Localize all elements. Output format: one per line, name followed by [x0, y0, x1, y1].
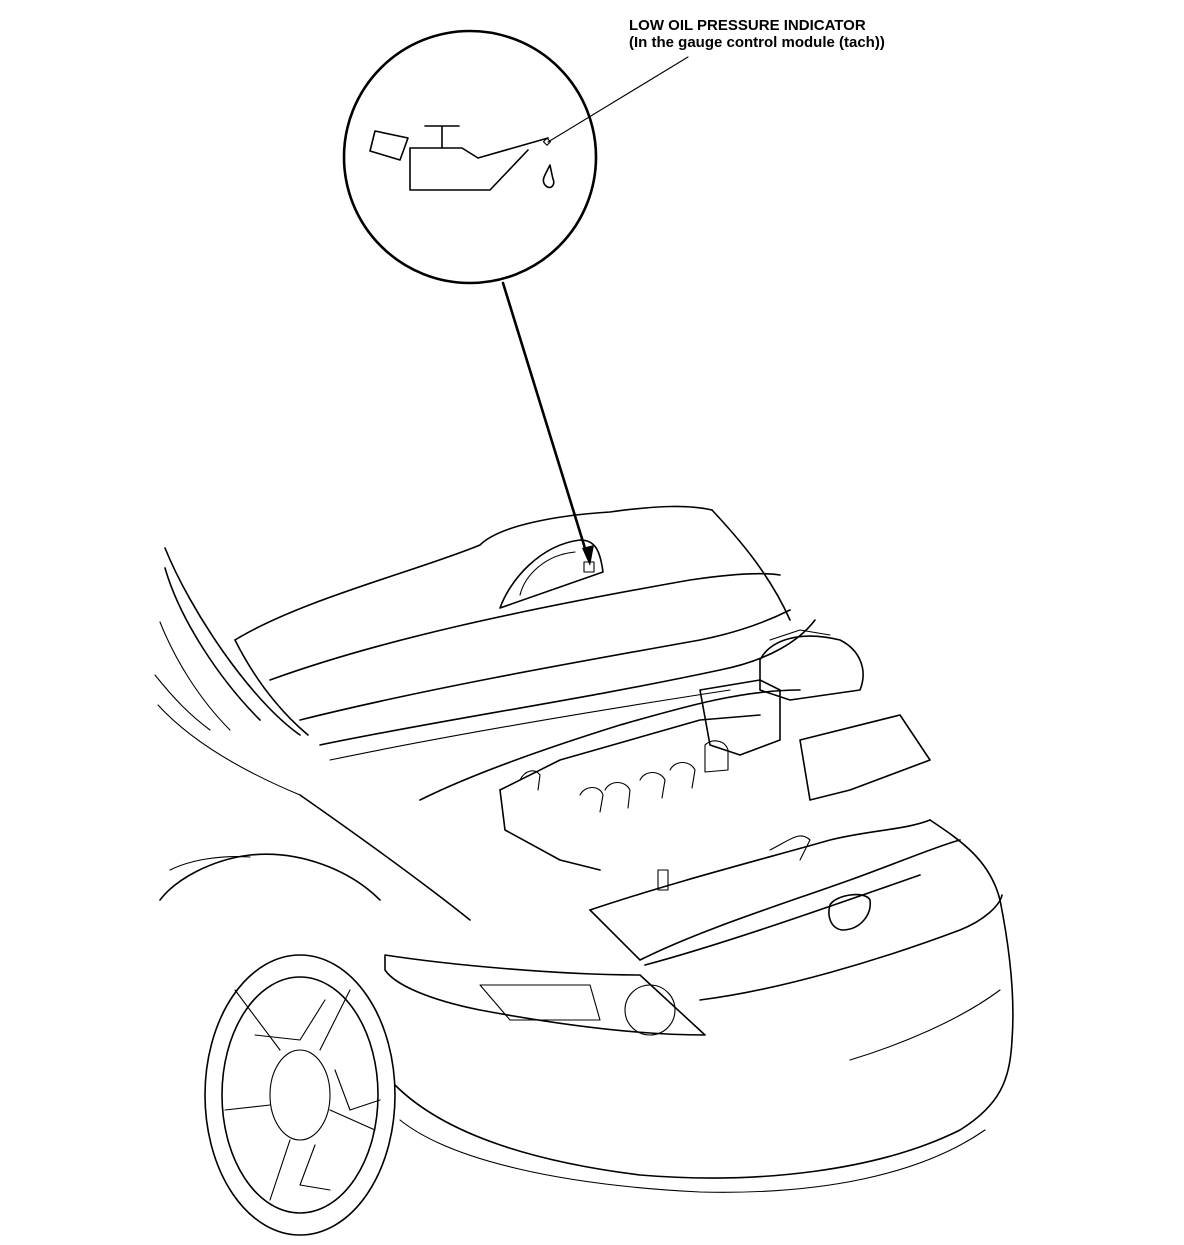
car-illustration: [154, 505, 1014, 1236]
pointer-arrow: [501, 281, 594, 566]
indicator-callout-label: LOW OIL PRESSURE INDICATOR (In the gauge…: [629, 17, 885, 51]
label-leader-line: [547, 56, 689, 143]
detail-circle: [342, 29, 598, 285]
indicator-title: LOW OIL PRESSURE INDICATOR: [629, 17, 866, 34]
front-wheel: [204, 954, 396, 1236]
indicator-location-note: (In the gauge control module (tach)): [629, 34, 885, 51]
oil-can-icon: [369, 125, 555, 191]
